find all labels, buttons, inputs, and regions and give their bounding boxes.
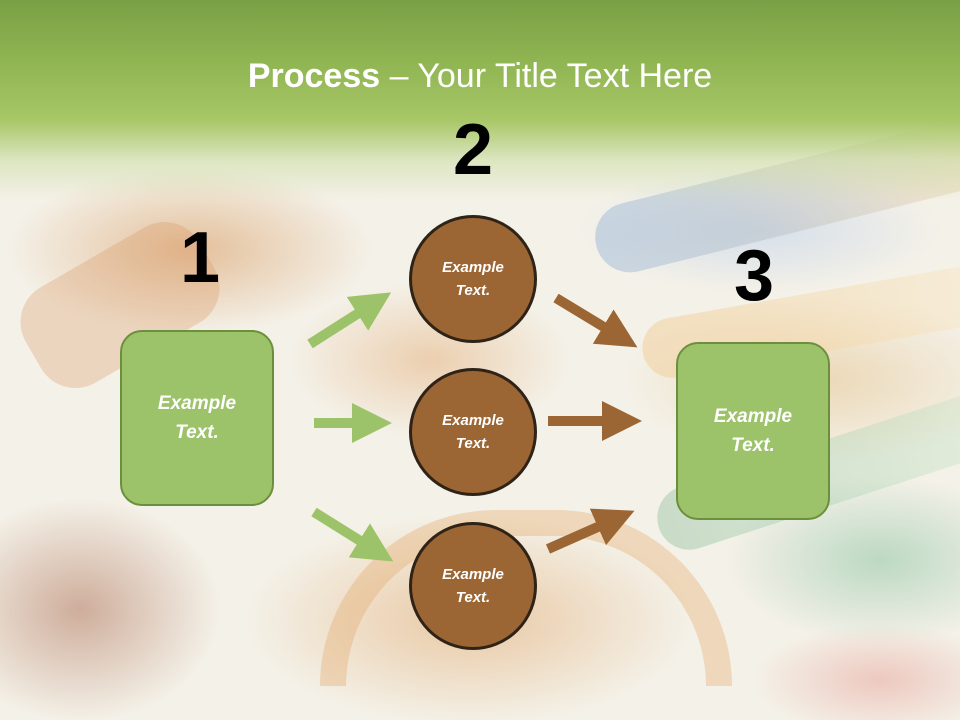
circle-top-label: Example Text. [442, 259, 504, 299]
title-bold: Process [247, 57, 381, 95]
circle-middle-label: Example Text. [442, 412, 504, 452]
title-bar [0, 0, 960, 200]
arrow-left-to-bottom [311, 507, 394, 562]
left-step-label: Example Text. [157, 393, 237, 443]
step-number-2: 2 [452, 110, 494, 190]
slide-title: Process – Your Title Text Here [0, 54, 960, 98]
left-step-box: Example Text. [120, 330, 274, 506]
circle-top: Example Text. [409, 215, 537, 343]
circle-bottom-label: Example Text. [442, 566, 504, 606]
title-rest: – Your Title Text Here [380, 57, 713, 95]
circle-bottom: Example Text. [409, 522, 537, 650]
arrow-top-to-right [553, 293, 638, 348]
circle-middle: Example Text. [409, 368, 537, 496]
step-number-3: 3 [733, 236, 775, 316]
green-arrows [307, 292, 394, 562]
right-step-label: Example Text. [713, 406, 793, 456]
step-number-1: 1 [179, 218, 221, 298]
right-step-box: Example Text. [676, 342, 830, 520]
brown-arrows [545, 293, 642, 554]
arrow-bottom-to-right [545, 508, 635, 554]
arrow-left-to-top [307, 292, 392, 349]
